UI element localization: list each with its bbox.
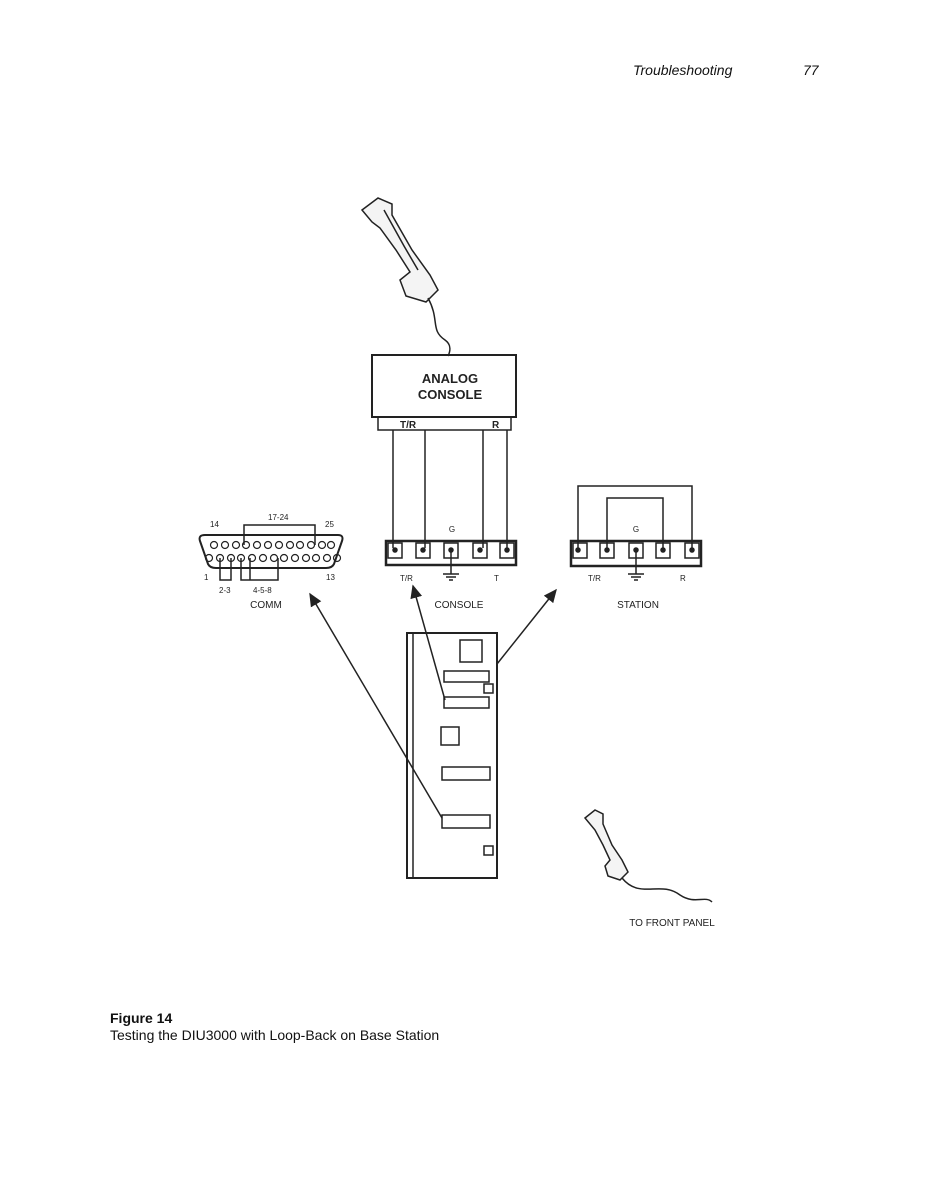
header-section: Troubleshooting — [633, 62, 733, 78]
station-tr-label: T/R — [588, 574, 601, 583]
station-ground-label: G — [633, 525, 639, 534]
page-number: 77 — [803, 62, 819, 78]
console-terminal-block — [384, 539, 518, 581]
arrow-to-console — [410, 584, 446, 701]
console-label: CONSOLE — [435, 600, 484, 611]
station-terminal-block — [569, 485, 703, 581]
comm-label: COMM — [250, 600, 282, 611]
diu3000-board — [406, 632, 498, 879]
console-t-terminal-label: T — [494, 574, 499, 583]
figure-caption: Testing the DIU3000 with Loop-Back on Ba… — [110, 1027, 440, 1043]
figure-title: Figure 14 — [110, 1010, 173, 1026]
front-panel-label: TO FRONT PANEL — [629, 918, 715, 929]
console-tr-terminal-label: T/R — [400, 574, 413, 583]
ground-icon — [443, 550, 459, 581]
console-ground-label: G — [449, 525, 455, 534]
comm-connector — [198, 524, 344, 581]
comm-pin25-label: 25 — [325, 520, 334, 529]
comm-pin1-label: 1 — [204, 573, 209, 582]
handset-icon — [360, 197, 451, 357]
comm-pin14-label: 14 — [210, 520, 219, 529]
console-r-label: R — [492, 420, 500, 431]
analog-console-box — [371, 354, 517, 418]
arrow-to-comm — [309, 592, 443, 819]
ground-icon — [628, 550, 644, 581]
console-line2: CONSOLE — [418, 387, 483, 402]
station-label: STATION — [617, 600, 659, 611]
console-tr-label: T/R — [400, 420, 417, 431]
console-line1: ANALOG — [422, 371, 478, 386]
comm-group-b-label: 4-5-8 — [253, 586, 272, 595]
station-r-label: R — [680, 574, 686, 583]
front-panel-handset-icon — [583, 809, 713, 903]
arrow-to-station — [496, 588, 557, 665]
comm-pin13-label: 13 — [326, 573, 335, 582]
comm-group-a-label: 2-3 — [219, 586, 231, 595]
comm-pin-group-top-label: 17-24 — [268, 513, 289, 522]
